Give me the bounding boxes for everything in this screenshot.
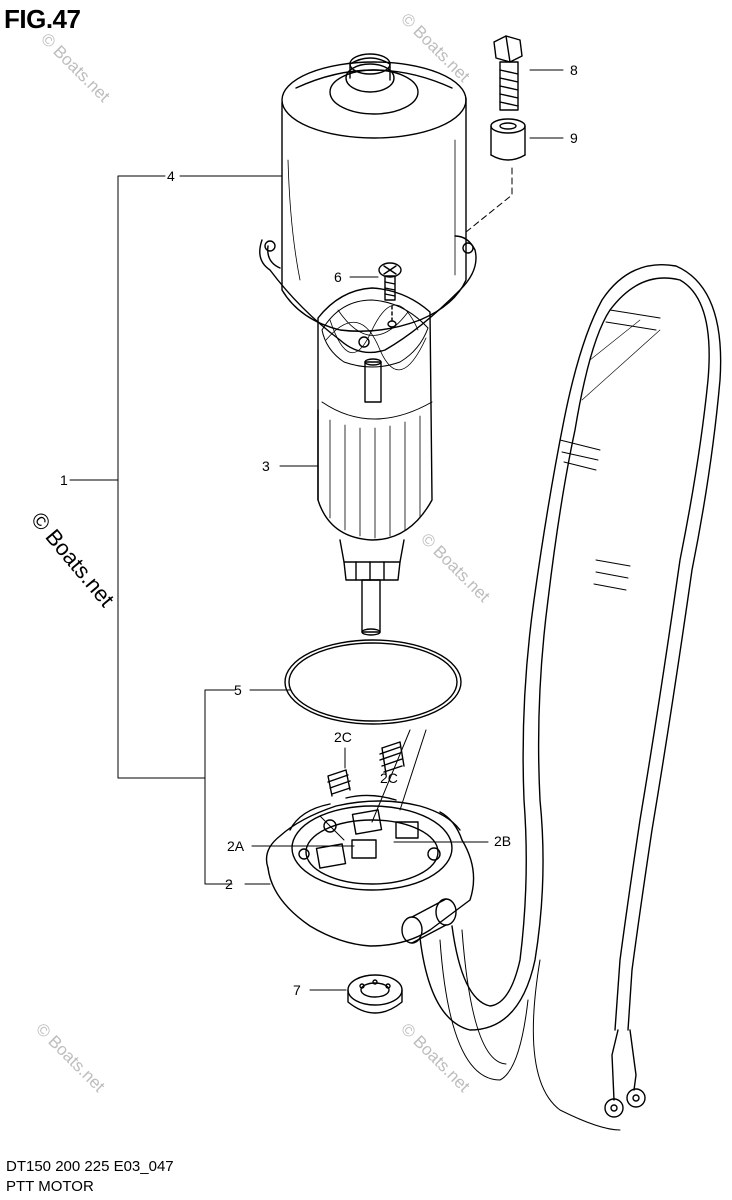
assembly-bracket (69, 175, 291, 885)
watermark-faint: © Boats.net (397, 1019, 474, 1096)
watermark-faint: © Boats.net (37, 29, 114, 106)
lead-wire-harness (419, 264, 722, 1131)
callout-2c-lower: 2C (380, 770, 398, 786)
callout-4: 4 (167, 168, 175, 184)
callout-2: 2 (225, 876, 233, 892)
bolt-8 (493, 35, 523, 111)
watermark-faint: © Boats.net (397, 9, 474, 86)
spring-2c-lower (327, 769, 351, 797)
callout-6: 6 (334, 269, 342, 285)
callout-8: 8 (570, 62, 578, 78)
spacer-9 (465, 118, 526, 233)
part-name: PTT MOTOR (6, 1178, 94, 1195)
callout-2a: 2A (227, 838, 245, 854)
bearing-7 (347, 974, 403, 1014)
motor-housing (259, 53, 477, 354)
armature-3 (317, 287, 433, 636)
callout-2c-upper: 2C (334, 729, 352, 745)
callout-labels: 1 2 2A 2B 2C 2C 3 4 5 6 7 8 9 (60, 62, 578, 998)
callout-7: 7 (293, 982, 301, 998)
watermark-main: © Boats.net (26, 507, 119, 611)
callout-2b: 2B (494, 833, 511, 849)
figure-title: FIG.47 (4, 4, 81, 34)
leader-lines (251, 69, 564, 991)
callout-9: 9 (570, 130, 578, 146)
spring-2c-upper (379, 741, 405, 775)
model-code: DT150 200 225 E03_047 (6, 1158, 174, 1175)
brush-holder-base-2 (265, 794, 475, 947)
callout-1: 1 (60, 472, 68, 488)
callout-5: 5 (234, 682, 242, 698)
screw-6 (378, 262, 402, 328)
watermark-faint: © Boats.net (417, 529, 494, 606)
callout-3: 3 (262, 458, 270, 474)
o-ring-5 (284, 639, 462, 725)
watermark-faint: © Boats.net (32, 1019, 109, 1096)
